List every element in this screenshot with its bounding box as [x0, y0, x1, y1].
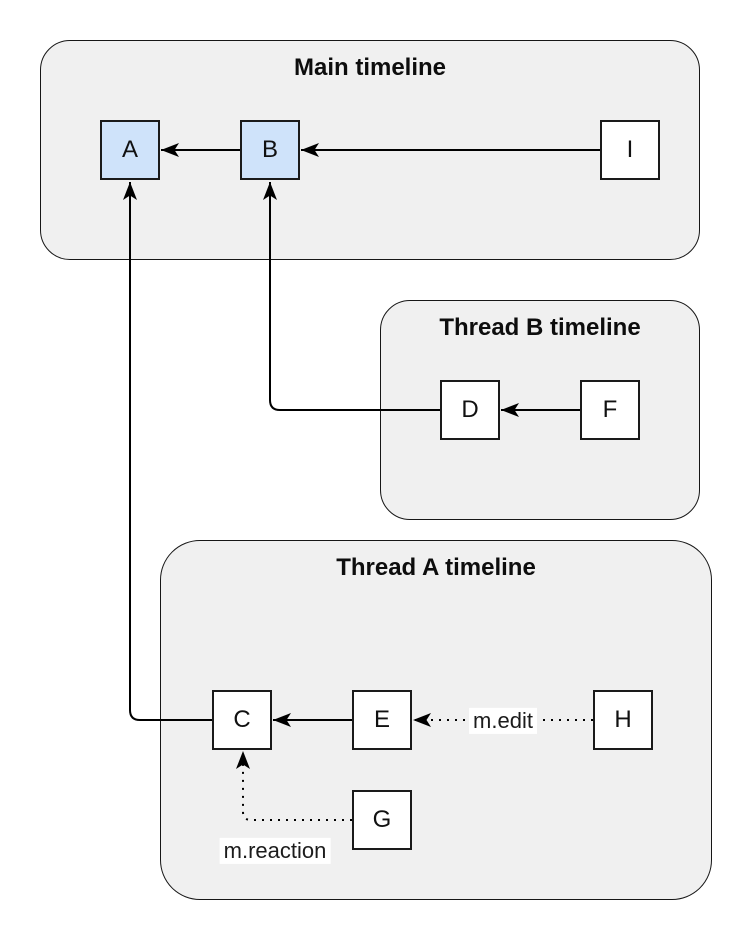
edge-label-m-reaction: m.reaction: [219, 837, 331, 865]
node-a: A: [100, 120, 160, 180]
container-main-timeline-title: Main timeline: [293, 54, 447, 81]
node-c-label: C: [233, 706, 251, 733]
node-f-label: F: [602, 396, 618, 423]
node-e: E: [352, 690, 412, 750]
node-i-label: I: [626, 136, 634, 163]
container-thread-b-timeline-title: Thread B timeline: [439, 314, 641, 341]
container-thread-a-timeline-title: Thread A timeline: [336, 554, 536, 581]
node-a-label: A: [121, 136, 138, 163]
node-h: H: [593, 690, 653, 750]
node-b: B: [240, 120, 300, 180]
node-b-label: B: [261, 136, 278, 163]
node-h-label: H: [614, 706, 632, 733]
node-d-label: D: [461, 396, 479, 423]
node-c: C: [212, 690, 272, 750]
node-g: G: [352, 790, 412, 850]
node-i: I: [600, 120, 660, 180]
edge-label-m-edit: m.edit: [469, 707, 537, 735]
node-d: D: [440, 380, 500, 440]
container-thread-b-timeline: Thread B timeline: [380, 300, 700, 520]
node-g-label: G: [372, 806, 392, 833]
node-f: F: [580, 380, 640, 440]
node-e-label: E: [373, 706, 390, 733]
